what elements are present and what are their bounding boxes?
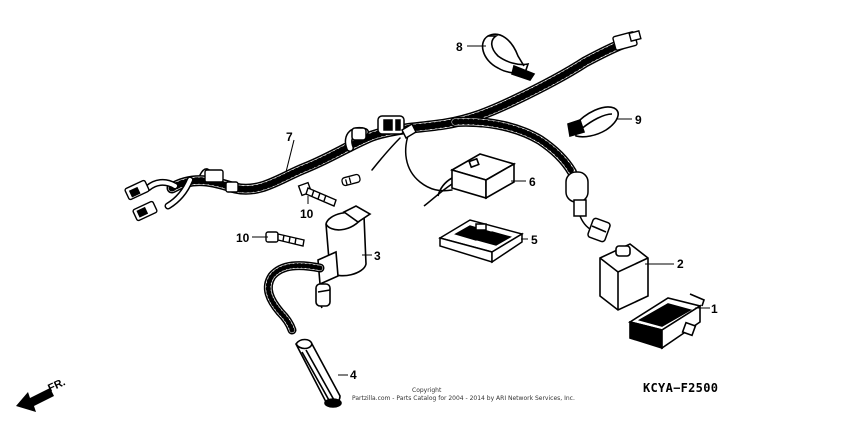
spark-plug-cap-part-4: [295, 338, 342, 408]
regulator-part-1: [627, 293, 705, 350]
rubber-mount-part-5: [438, 219, 524, 264]
leader-lines: [252, 45, 710, 376]
callout-5: 5: [531, 233, 538, 247]
harness-center-connector: [351, 115, 417, 141]
switch-part-2: [599, 243, 649, 311]
reference-code: KCYA−F2500: [643, 381, 719, 395]
bolt-part-10-upper: [297, 181, 337, 207]
callout-9: 9: [635, 113, 642, 127]
callout-6: 6: [529, 175, 536, 189]
ht-lead: [263, 261, 325, 335]
callout-1: 1: [711, 302, 718, 316]
callout-3: 3: [374, 249, 381, 263]
harness-right-connector: [575, 29, 642, 71]
callout-4: 4: [350, 368, 357, 382]
harness-plug: [565, 171, 611, 243]
callout-10-upper: 10: [300, 207, 314, 221]
ignition-coil-part-3: [315, 205, 372, 309]
callout-10-lower: 10: [236, 231, 250, 245]
copyright-line-2: Partzilla.com - Parts Catalog for 2004 -…: [352, 395, 575, 402]
callout-8: 8: [456, 40, 463, 54]
harness-left-connectors: [124, 169, 239, 222]
harness-small-connector: [341, 173, 361, 187]
copyright-line-1: Copyright: [412, 387, 442, 394]
cdi-unit-part-6: [423, 153, 517, 207]
front-direction-arrow-icon: FR.: [16, 376, 67, 412]
band-part-8: [481, 33, 536, 81]
front-marker-label: FR.: [46, 376, 67, 394]
callout-7: 7: [286, 130, 293, 144]
callout-2: 2: [677, 257, 684, 271]
band-part-9: [567, 106, 619, 138]
bolt-part-10-lower: [265, 231, 305, 247]
